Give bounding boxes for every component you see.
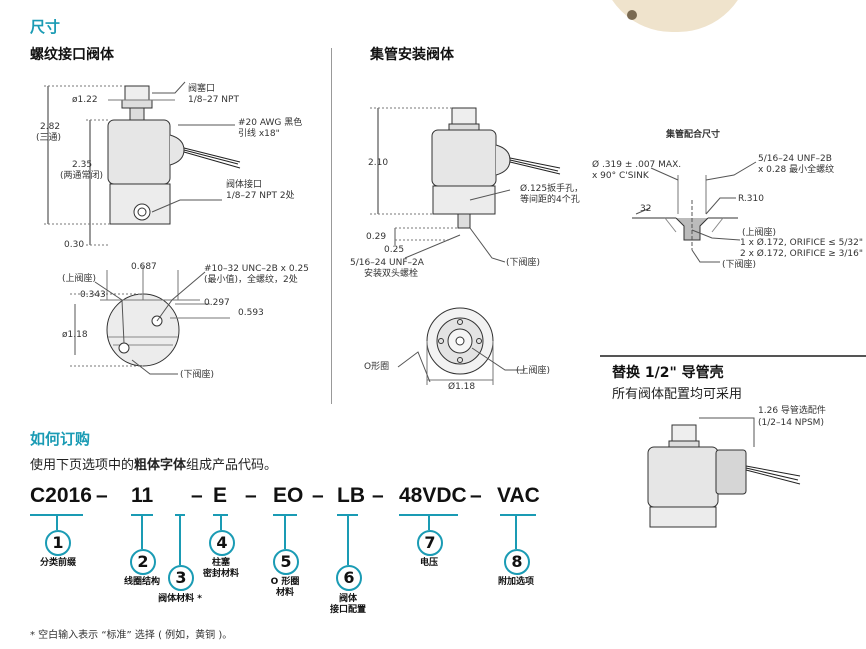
step-2-label: 线圈结构 [123, 577, 160, 587]
label-thread-2: x 0.28 最小全螺纹 [758, 165, 835, 175]
section-divider [331, 48, 332, 404]
order-intro-post: 组成产品代码。 [186, 458, 278, 473]
label-r310: R.310 [738, 194, 764, 204]
manifold-body-title: 集管安装阀体 [370, 47, 454, 63]
label-w0687: 0.687 [131, 262, 157, 272]
step-6-label: 阀体 [338, 594, 357, 604]
code-port: LB [337, 484, 365, 507]
label-finish: 32 [640, 204, 652, 214]
step-4-label: 柱塞 [211, 558, 230, 568]
step-8-circle: 8 [504, 549, 530, 575]
code-dash-3: – [245, 484, 257, 507]
label-csink: Ø .319 ± .007 MAX. [592, 160, 682, 170]
label-h235: 2.35 [72, 160, 93, 170]
label-screw: #10–32 UNC–2B x 0.25 [204, 264, 309, 274]
label-screw-note: (最小值)，全螺纹，2处 [204, 275, 298, 285]
label-dia118: ø1.18 [62, 330, 88, 340]
label-h029: 0.29 [366, 232, 387, 242]
label-orifice-1: 1 x Ø.172, ORIFICE ≤ 5/32" [740, 238, 864, 248]
code-dash-6: – [470, 484, 482, 507]
label-csink-2: x 90° C'SINK [592, 171, 649, 181]
dimensions-title: 尺寸 [30, 18, 61, 36]
mating-title: 集管配合尺寸 [666, 130, 721, 140]
label-h030: 0.30 [64, 240, 85, 250]
step-6-label-2: 接口配置 [329, 605, 366, 615]
label-w0343: 0.343 [80, 290, 106, 300]
order-intro: 使用下页选项中的粗体字体组成产品代码。 [30, 454, 277, 473]
step-1-circle: 1 [45, 530, 71, 556]
label-three-way: (三通) [36, 133, 62, 143]
code-coil: 11 [131, 484, 154, 507]
label-two-way-nc: (两通常闭) [60, 171, 104, 181]
step-4-label-2: 密封材料 [202, 569, 239, 579]
threaded-body-title: 螺纹接口阀体 [30, 47, 114, 63]
step-7-circle: 7 [417, 530, 443, 556]
label-h025: 0.25 [384, 245, 405, 255]
step-7-label: 电压 [419, 558, 438, 568]
label-lower-seat-manifold: (下阀座) [506, 258, 541, 268]
label-stud: 5/16–24 UNF–2A [350, 258, 424, 268]
label-awg: #20 AWG 黑色 [238, 118, 303, 128]
label-orifice-2: 2 x Ø.172, ORIFICE ≥ 3/16" [740, 249, 864, 259]
code-dash-1: – [96, 484, 108, 507]
step-2-circle: 2 [130, 549, 156, 575]
code-seal: E [213, 484, 228, 507]
label-body-port-npt: 1/8–27 NPT 2处 [226, 191, 295, 201]
step-3-circle: 3 [168, 565, 194, 591]
footnote: * 空白输入表示 “标准” 选择 ( 例如，黄铜 )。 [30, 630, 233, 641]
label-dia-122: ø1.22 [72, 95, 98, 105]
code-prefix: C2016 [30, 484, 92, 507]
code-options: VAC [497, 484, 540, 507]
replace-title: 替换 1/2" 导管壳 [612, 365, 724, 381]
label-o-ring: O形圈 [364, 362, 390, 372]
replace-label-1: 1.26 导管选配件 [758, 406, 826, 416]
label-w0297: 0.297 [204, 298, 230, 308]
step-6-circle: 6 [336, 565, 362, 591]
step-4-circle: 4 [209, 530, 235, 556]
code-dash-4: – [312, 484, 324, 507]
label-stud-2: 安装双头螺栓 [364, 269, 419, 279]
code-voltage: 48VDC [399, 484, 467, 507]
order-intro-pre: 使用下页选项中的 [30, 458, 135, 473]
label-upper-seat: (上阀座) [62, 274, 97, 284]
label-wrench: Ø.125扳手孔， [520, 184, 584, 194]
code-oring: EO [273, 484, 304, 507]
code-dash-5: – [372, 484, 384, 507]
label-lower-seat: (下阀座) [180, 370, 215, 380]
step-1-label: 分类前缀 [39, 558, 76, 568]
label-upper-seat-manifold: (上阀座) [516, 366, 551, 376]
label-upper-seat-mating: (上阀座) [742, 228, 777, 238]
label-thread: 5/16–24 UNF–2B [758, 154, 832, 164]
step-5-label: O 形圈 [270, 577, 300, 587]
label-body-port: 阀体接口 [226, 180, 263, 190]
label-wrench-2: 等间距的4个孔 [520, 195, 580, 205]
step-8-label: 附加选项 [497, 577, 534, 587]
label-h210: 2.10 [368, 158, 389, 168]
replace-subtitle: 所有阀体配置均可采用 [612, 387, 743, 402]
order-title: 如何订购 [30, 430, 91, 448]
step-5-label-2: 材料 [275, 588, 294, 598]
order-intro-bold: 粗体字体 [134, 458, 187, 473]
step-3-label: 阀体材料 * [158, 594, 202, 604]
label-w0593: 0.593 [238, 308, 264, 318]
label-dia118-manifold: Ø1.18 [448, 382, 476, 392]
label-plug-port: 阀塞口 [188, 84, 216, 94]
label-plug-port-npt: 1/8–27 NPT [188, 95, 239, 105]
step-5-circle: 5 [273, 549, 299, 575]
label-lead: 引线 x18" [238, 129, 280, 139]
label-h282: 2.82 [40, 122, 61, 132]
code-dash-2: – [191, 484, 203, 507]
product-photo-hole [627, 10, 637, 20]
replace-label-2: (1/2–14 NPSM) [758, 418, 824, 428]
label-lower-seat-mating: (下阀座) [722, 260, 757, 270]
